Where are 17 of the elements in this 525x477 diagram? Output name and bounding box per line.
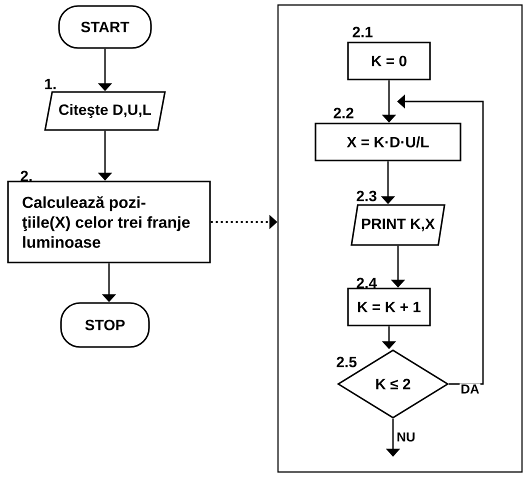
- step-number: 1.: [45, 78, 56, 90]
- step-number: 2.4: [356, 278, 377, 288]
- input-parallelogram: Citeşte D,U,L: [44, 91, 166, 131]
- step-number: 2.3: [356, 190, 376, 202]
- start-terminal: START: [58, 5, 152, 49]
- subroutine-frame: [277, 4, 523, 473]
- edge-label: DA: [460, 384, 480, 394]
- process-box: K = 0: [347, 42, 431, 80]
- edge-label: NU: [396, 431, 416, 442]
- output-parallelogram: PRINT K,X: [350, 204, 446, 246]
- step-number: 2.1: [352, 26, 373, 38]
- stop-terminal: STOP: [60, 302, 150, 348]
- step-number: 2.5: [336, 356, 357, 368]
- process-box: K = K + 1: [347, 288, 431, 326]
- process-box: X = K·D·U/L: [314, 122, 462, 162]
- step-number: 2.2: [334, 108, 354, 118]
- process-box: Calculează pozi- ţiile(X) celor trei franje luminoase: [7, 180, 211, 264]
